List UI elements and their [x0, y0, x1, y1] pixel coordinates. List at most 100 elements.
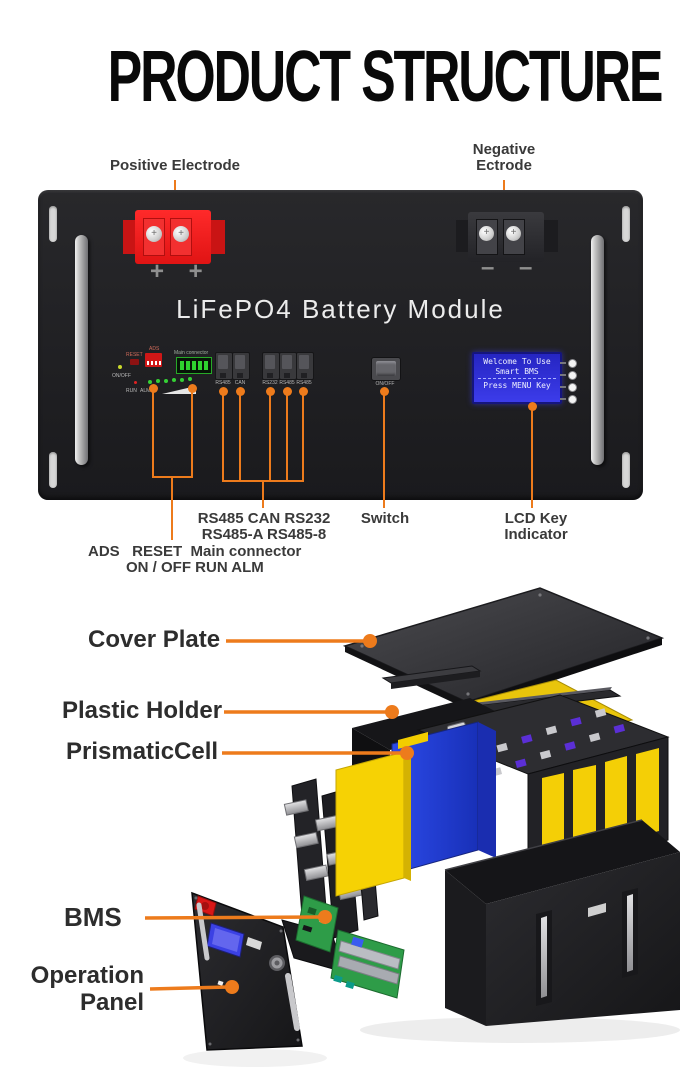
callout-dot — [380, 387, 389, 396]
label-operation-panel: Operation Panel — [20, 962, 144, 1016]
port-label: RS232 — [262, 380, 278, 386]
panel-shadow — [183, 1049, 327, 1067]
cover-plate-graphic — [342, 587, 665, 709]
minus-marks: – – — [481, 254, 542, 281]
callout-ports: RS485 CAN RS232 RS485-A RS485-8 — [178, 511, 350, 543]
callout-line — [191, 391, 193, 478]
callout-line — [171, 478, 173, 540]
callout-dot — [528, 402, 537, 411]
status-led — [180, 378, 184, 382]
port-rs485 — [215, 352, 233, 380]
lcd-button — [568, 371, 577, 380]
screw: + — [479, 226, 494, 241]
callout-cluster-line1: ADS RESET Main connector — [88, 543, 302, 560]
lcd-button — [568, 395, 577, 404]
callout-line — [302, 394, 304, 482]
wedge-indicator — [162, 386, 196, 394]
positive-terminal: + + — [123, 210, 225, 264]
callout-dot — [219, 387, 228, 396]
callout-cluster: ADS RESET Main connector ON / OFF RUN AL… — [88, 544, 301, 576]
page-title-text: PRODUCT STRUCTURE — [107, 37, 664, 117]
reset-button — [130, 359, 139, 365]
callout-dot — [188, 384, 197, 393]
plus-marks: + + — [150, 258, 212, 285]
exploded-callout-lines — [144, 639, 403, 991]
label-operation-line2: Panel — [79, 989, 144, 1016]
callout-line — [152, 391, 154, 478]
case-shadow — [360, 1017, 680, 1043]
negative-terminal: + + — [456, 212, 558, 262]
label-negative-line1: Negative — [472, 141, 536, 158]
terminal-tab — [123, 220, 137, 254]
callout-line — [383, 394, 385, 508]
callout-line — [152, 476, 193, 478]
exploded-callout-dots — [225, 634, 414, 994]
callout-dot — [299, 387, 308, 396]
run-label: RUN — [126, 388, 137, 394]
ads-label: ADS — [149, 346, 160, 352]
mount-slot — [622, 206, 630, 242]
bms-graphic — [281, 895, 405, 999]
lcd-button-label — [560, 386, 566, 388]
exploded-view-section: Cover Plate Plastic Holder PrismaticCell… — [0, 578, 680, 1078]
callout-line — [222, 394, 224, 482]
lcd-line2: Smart BMS — [495, 367, 539, 376]
status-led — [188, 377, 192, 381]
port-label: CAN — [234, 380, 246, 386]
screw: + — [146, 226, 162, 242]
port-label: RS485 — [296, 380, 312, 386]
status-led — [172, 378, 176, 382]
label-negative-electrode: Negative Ectrode — [443, 142, 565, 174]
callout-cluster-line2: ON / OFF RUN ALM — [126, 559, 264, 576]
status-led — [148, 380, 152, 384]
callout-ports-line1: RS485 CAN RS232 — [197, 510, 331, 527]
alarm-led — [134, 381, 137, 384]
callout-dot — [149, 384, 158, 393]
alm-label: ALM — [140, 388, 151, 394]
label-plastic-holder: Plastic Holder — [62, 697, 223, 724]
port-rs485-a — [279, 352, 297, 380]
page-title: PRODUCT STRUCTURE — [0, 36, 680, 118]
port-rs232 — [262, 352, 280, 380]
screw: + — [173, 226, 189, 242]
callout-line — [239, 394, 241, 482]
onoff-label: ON/OFF — [112, 373, 131, 379]
status-led — [156, 379, 160, 383]
lcd-button-label — [560, 398, 566, 400]
enclosure-graphic — [444, 819, 680, 1026]
switch-label: ON/OFF — [375, 381, 395, 387]
lcd-button — [568, 359, 577, 368]
callout-line — [222, 480, 304, 482]
main-connector-label: Main connector — [174, 350, 209, 356]
label-prismatic-cell: PrismaticCell — [66, 738, 219, 765]
callout-dot — [236, 387, 245, 396]
module-title: LiFePO4 Battery Module — [176, 294, 505, 324]
ads-dip-switch — [145, 353, 162, 367]
port-label: RS485 — [279, 380, 295, 386]
lcd-button-label — [560, 374, 566, 376]
reset-label: RESET — [126, 352, 143, 358]
screw: + — [506, 226, 521, 241]
rack-handle-left — [75, 235, 88, 465]
callout-dot — [283, 387, 292, 396]
exploded-view-illustration — [144, 587, 680, 1067]
mount-slot — [49, 206, 57, 242]
callout-dot — [266, 387, 275, 396]
terminal-tab — [456, 220, 470, 252]
control-cluster: RESET ADS Main connector ON/OFF RUN ALM — [112, 346, 274, 401]
label-bms: BMS — [64, 902, 122, 932]
callout-lcd-line2: Indicator — [504, 526, 568, 543]
port-can — [232, 352, 250, 380]
battery-meter — [176, 357, 212, 374]
callout-lcd: LCD Key Indicator — [496, 511, 576, 543]
callout-lcd-line1: LCD Key — [504, 510, 568, 527]
rack-handle-right — [591, 235, 604, 465]
port-label: RS485 — [215, 380, 231, 386]
lcd-divider — [478, 378, 556, 379]
callout-switch: Switch — [360, 510, 410, 527]
holder-rail-bracket — [381, 665, 482, 689]
power-switch — [371, 357, 401, 381]
callout-ports-line2: RS485-A RS485-8 — [201, 526, 327, 543]
port-rs485-b — [296, 352, 314, 380]
terminal-tab — [211, 220, 225, 254]
